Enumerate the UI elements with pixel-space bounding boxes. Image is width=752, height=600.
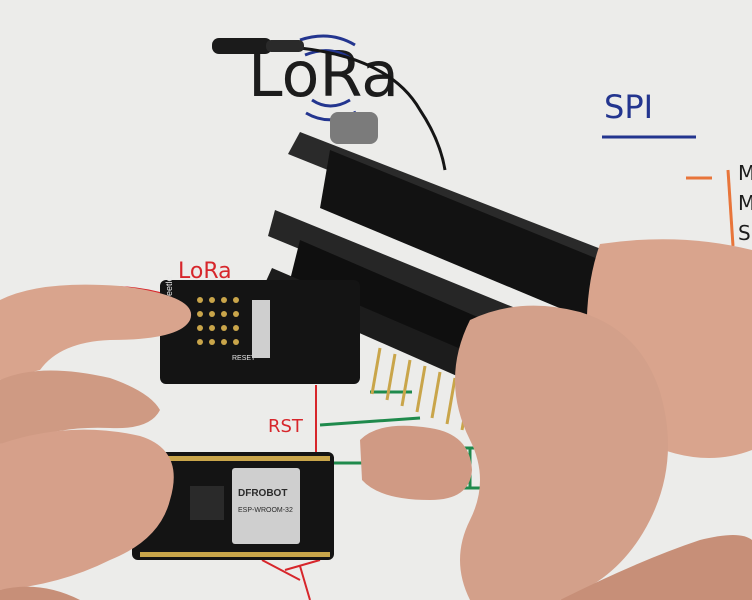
lora-pads: [197, 297, 239, 345]
side-letter: M: [738, 161, 752, 185]
reset-silk-text: RESET: [232, 355, 256, 362]
side-letter: S: [738, 221, 751, 245]
right-hand: [360, 239, 752, 600]
antenna-connector: [212, 38, 272, 54]
left-index-finger: [0, 284, 192, 380]
radio-wave-arc: [299, 34, 356, 47]
firebeetle-lora-board: Fire Beetle RESET: [160, 276, 360, 384]
esp32-firebeetle-board: DFROBOT ESP-WROOM-32: [132, 452, 334, 560]
top-pin-header: [320, 150, 620, 330]
left-hand: [0, 284, 192, 600]
orange-bracket: [726, 169, 735, 247]
red-mark: [261, 559, 321, 600]
spi-heading: SPI: [604, 88, 653, 126]
antenna-connector-sleeve: [266, 40, 304, 52]
antenna-cable: [299, 46, 447, 171]
esp32-module-shield: [232, 468, 300, 544]
left-palm: [0, 586, 80, 600]
esp32-module-brand: DFROBOT: [238, 488, 287, 499]
small-lora-label: LoRa: [178, 259, 232, 284]
radio-wave-arc: [311, 98, 351, 108]
side-letter: M: [738, 191, 752, 215]
antenna: [212, 38, 447, 171]
reset-button-area: [252, 300, 270, 358]
green-wire-drawing: [319, 416, 421, 427]
right-palm: [560, 535, 752, 600]
left-middle-finger: [0, 370, 160, 444]
right-finger-tip: [360, 425, 472, 500]
left-thumb: [0, 429, 174, 590]
rst-label: RST: [268, 416, 304, 437]
right-thumb: [455, 305, 668, 600]
antenna-sma-connector: [330, 112, 378, 144]
esp32-module-model: ESP-WROOM-32: [238, 507, 293, 514]
esp32-header-pads: [140, 456, 330, 557]
usb-chip: [190, 486, 224, 520]
